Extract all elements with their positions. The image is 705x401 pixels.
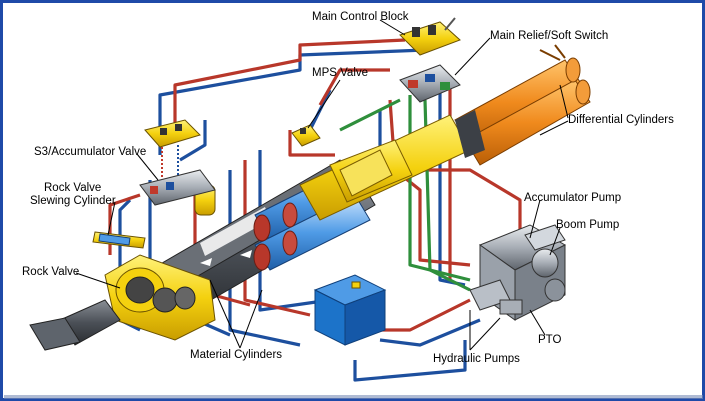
label-rock-valve-slewing-line2: Slewing Cylinder <box>30 195 116 207</box>
label-mps-valve: MPS Valve <box>312 67 369 79</box>
leader-lines <box>75 19 569 351</box>
slewing-cylinder <box>92 231 146 249</box>
yellow-main-cylinder <box>299 114 471 221</box>
label-differential-cylinders: Differential Cylinders <box>568 114 674 126</box>
label-s3-accumulator-valve: S3/Accumulator Valve <box>34 146 147 158</box>
label-material-cylinders: Material Cylinders <box>190 349 283 361</box>
s3-accumulator-valve <box>144 119 201 178</box>
differential-cylinders <box>454 44 591 166</box>
label-accumulator-pump: Accumulator Pump <box>524 192 622 204</box>
material-flow-arrows <box>92 250 252 343</box>
hydraulic-lines-red <box>108 38 522 332</box>
accumulator-bottle <box>139 169 216 216</box>
label-main-control-block: Main Control Block <box>312 11 409 23</box>
label-pto: PTO <box>538 334 562 346</box>
main-relief-soft-switch <box>399 64 461 103</box>
mps-valve <box>291 124 321 147</box>
pump-assembly <box>469 224 567 321</box>
label-boom-pump: Boom Pump <box>556 219 620 231</box>
discharge-tube <box>29 299 121 351</box>
main-control-block <box>399 17 461 56</box>
label-main-relief-soft-switch: Main Relief/Soft Switch <box>490 30 609 42</box>
label-hydraulic-pumps: Hydraulic Pumps <box>433 353 520 365</box>
hydraulic-oil-tank <box>313 274 387 346</box>
label-rock-valve-slewing-line1: Rock Valve <box>44 182 102 194</box>
frame-shadow <box>4 395 703 399</box>
label-rock-valve: Rock Valve <box>22 266 80 278</box>
rock-valve-assembly <box>104 254 216 341</box>
